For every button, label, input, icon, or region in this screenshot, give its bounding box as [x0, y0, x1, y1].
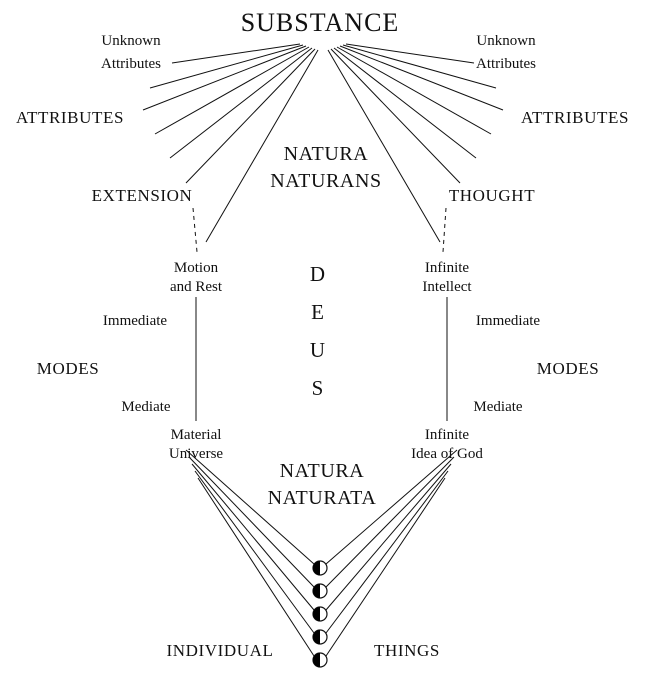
immediate-left-label: Immediate	[102, 313, 168, 329]
substance-label: SUBSTANCE	[240, 8, 400, 37]
infinite-intellect-line2: Intellect	[422, 279, 472, 295]
fan-line	[154, 46, 310, 135]
motion-and-rest-line1: Motion	[173, 260, 219, 276]
fan-line	[205, 49, 319, 243]
attributes-right-label: ATTRIBUTES	[521, 108, 629, 127]
infinite-idea-of-god-label: Infinite Idea of God	[411, 426, 483, 464]
naturata-fan-left	[185, 449, 315, 657]
half-moon-circle	[312, 606, 328, 622]
material-universe-line1: Material	[170, 427, 222, 443]
extension-label: EXTENSION	[91, 186, 193, 205]
fan-line	[325, 449, 458, 565]
fan-line	[194, 470, 315, 634]
fan-line	[171, 43, 301, 64]
fan-line	[327, 49, 441, 243]
unknown-attributes-left-line2: Attributes	[101, 56, 161, 72]
half-moon-circle	[312, 629, 328, 645]
unknown-attributes-left-label: Unknown Attributes	[101, 30, 161, 76]
natura-naturata-line1: NATURA	[279, 460, 365, 482]
material-universe-label: Material Universe	[169, 426, 223, 464]
fan-line	[339, 45, 504, 111]
infinite-idea-of-god-line1: Infinite	[424, 427, 470, 443]
infinite-intellect-line1: Infinite	[424, 260, 470, 276]
dashed-line-thought	[442, 207, 447, 253]
unknown-attributes-left-line1: Unknown	[101, 33, 161, 49]
natura-naturata-label: NATURA NATURATA	[268, 458, 377, 512]
fan-line	[330, 48, 461, 184]
infinite-idea-of-god-line2: Idea of God	[411, 446, 483, 462]
immediate-right-label: Immediate	[475, 313, 541, 329]
fan-line	[197, 477, 315, 657]
material-universe-line2: Universe	[168, 446, 224, 462]
natura-naturans-line2: NATURANS	[270, 170, 382, 192]
fan-line	[342, 44, 497, 89]
fan-line	[336, 46, 492, 135]
fan-line	[325, 463, 452, 611]
things-label: THINGS	[374, 641, 440, 660]
fan-line	[325, 477, 446, 657]
fan-line	[333, 47, 477, 159]
individual-label: INDIVIDUAL	[166, 641, 274, 660]
fan-line	[188, 456, 315, 588]
natura-naturata-line2: NATURATA	[267, 487, 377, 509]
deus-letter-d: D	[309, 262, 327, 286]
motion-and-rest-line2: and Rest	[169, 279, 223, 295]
substance-fan-right	[327, 43, 504, 243]
unknown-attributes-right-line2: Attributes	[476, 56, 536, 72]
modes-left-label: MODES	[36, 359, 100, 378]
natura-naturans-label: NATURA NATURANS	[270, 141, 381, 195]
infinite-intellect-label: Infinite Intellect	[422, 259, 471, 297]
fan-line	[325, 456, 455, 588]
unknown-attributes-right-line1: Unknown	[476, 33, 536, 49]
thought-label: THOUGHT	[448, 186, 536, 205]
half-moon-circle	[312, 560, 328, 576]
half-moon-circle	[312, 652, 328, 668]
fan-line	[142, 45, 307, 111]
attributes-left-label: ATTRIBUTES	[16, 108, 124, 127]
substance-fan-left	[142, 43, 319, 243]
motion-and-rest-label: Motion and Rest	[170, 259, 222, 297]
fan-line	[345, 43, 475, 64]
fan-line	[191, 463, 315, 611]
naturata-fan-right	[325, 449, 458, 657]
natura-naturans-line1: NATURA	[283, 143, 369, 165]
mediate-right-label: Mediate	[473, 399, 523, 415]
fan-line	[185, 48, 316, 184]
unknown-attributes-right-label: Unknown Attributes	[476, 30, 536, 76]
deus-letter-e: E	[311, 300, 325, 324]
individual-things-circles	[312, 560, 328, 668]
deus-label: D E U S	[310, 262, 326, 401]
fan-line	[149, 44, 304, 89]
half-moon-circle	[312, 583, 328, 599]
deus-letter-s: S	[311, 376, 325, 400]
fan-line	[185, 449, 315, 565]
deus-letter-u: U	[309, 338, 327, 362]
fan-line	[325, 470, 449, 634]
modes-right-label: MODES	[536, 359, 600, 378]
dashed-line-extension	[192, 207, 198, 253]
dashed-attribute-to-mode-links	[192, 207, 447, 253]
mode-vertical-links	[195, 297, 448, 421]
fan-line	[169, 47, 313, 159]
mediate-left-label: Mediate	[121, 399, 171, 415]
